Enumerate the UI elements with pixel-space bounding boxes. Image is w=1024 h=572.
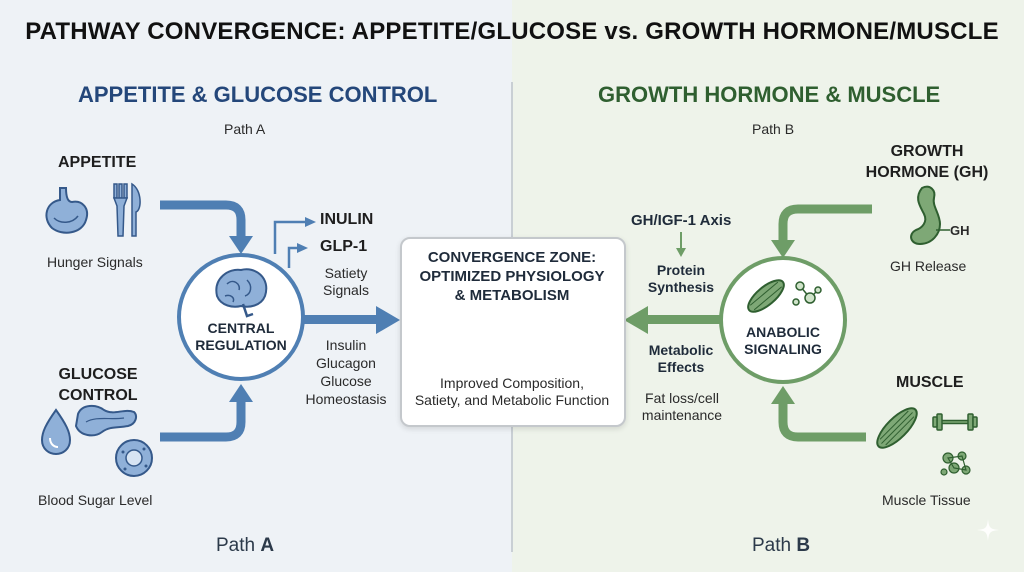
gh-arrow — [778, 204, 872, 244]
muscle-fiber-icon — [747, 279, 785, 313]
right-heading: GROWTH HORMONE & MUSCLE — [598, 82, 941, 107]
muscle-arrow — [778, 400, 866, 442]
convergence-caption-line-1: Improved Composition, — [440, 375, 584, 391]
stomach-icon — [45, 187, 88, 234]
path-a-letter: A — [260, 535, 275, 556]
anabolic-signaling-circle — [719, 256, 847, 384]
satiety-line-1: Satiety — [324, 265, 368, 281]
path-b-prefix: Path — [752, 535, 797, 556]
convergence-title-line-1: CONVERGENCE ZONE: — [427, 249, 597, 266]
satiety-line-2: Signals — [323, 282, 369, 298]
gh-label-line-2: HORMONE (GH) — [865, 164, 989, 181]
dumbbell-icon — [932, 413, 978, 431]
gh-igf1-axis-label: GH/IGF-1 Axis — [631, 212, 732, 229]
anabolic-signaling-label: ANABOLIC SIGNALING — [733, 324, 833, 358]
path-b-letter: B — [796, 535, 811, 556]
appetite-arrow-head — [229, 236, 253, 254]
left-subheading: Path A — [224, 121, 266, 137]
growth-hormone-label: GROWTH HORMONE (GH) — [857, 141, 997, 183]
fat-loss-label: Fat loss/cell maintenance — [630, 390, 734, 424]
gh-caption: GH Release — [890, 258, 967, 274]
fat-line-2: maintenance — [641, 407, 723, 423]
glp1-label: GLP-1 — [320, 238, 368, 255]
central-regulation-label: CENTRAL REGULATION — [191, 320, 291, 354]
appetite-label: APPETITE — [58, 154, 137, 171]
appetite-arrow — [160, 200, 246, 240]
right-subheading: Path B — [752, 121, 795, 137]
inulin-label: INULIN — [320, 211, 374, 228]
molecule-icon — [792, 281, 822, 306]
central-label-line-2: REGULATION — [195, 337, 287, 353]
muscle-icon — [876, 407, 918, 449]
hormones-line-4: Homeostasis — [305, 391, 387, 407]
convergence-caption: Improved Composition, Satiety, and Metab… — [402, 375, 622, 409]
left-heading: APPETITE & GLUCOSE CONTROL — [78, 82, 438, 107]
convergence-title: CONVERGENCE ZONE: OPTIMIZED PHYSIOLOGY &… — [402, 248, 622, 305]
hormones-line-3: Glucose — [320, 373, 372, 389]
central-regulation-circle — [177, 253, 305, 381]
muscle-arrow-head — [771, 386, 795, 404]
protein-line-2: Synthesis — [647, 279, 715, 295]
fork-knife-icon — [112, 182, 141, 237]
muscle-label: MUSCLE — [896, 374, 964, 391]
blood-drop-icon — [40, 408, 72, 456]
pituitary-gland-icon — [910, 185, 950, 246]
inulin-arrow — [273, 220, 312, 254]
glucose-label-line-1: GLUCOSE — [58, 366, 138, 383]
convergence-caption-line-2: Satiety, and Metabolic Function — [414, 392, 610, 408]
protein-line-1: Protein — [656, 262, 706, 278]
central-out-arrow — [304, 315, 380, 324]
glucose-label: GLUCOSE CONTROL — [48, 364, 148, 406]
gh-icon-label: GH — [950, 223, 970, 238]
hormones-line-2: Glucagon — [316, 355, 376, 371]
gh-label-line-1: GROWTH — [890, 143, 964, 160]
glucose-arrow-head — [229, 384, 253, 402]
appetite-caption: Hunger Signals — [47, 254, 143, 270]
glucose-label-line-2: CONTROL — [58, 387, 138, 404]
convergence-title-line-3: & METABOLISM — [454, 287, 570, 304]
pancreas-icon — [74, 404, 137, 437]
glucose-caption: Blood Sugar Level — [38, 492, 153, 508]
sparkle-icon — [977, 519, 999, 541]
anabolic-line-1: ANABOLIC — [746, 324, 820, 340]
glucose-arrow — [160, 398, 246, 442]
path-a-prefix: Path — [216, 535, 261, 556]
metabolic-line-1: Metabolic — [648, 342, 714, 358]
hormones-line-1: Insulin — [325, 337, 367, 353]
hormones-label: Insulin Glucagon Glucose Homeostasis — [298, 336, 394, 408]
anabolic-out-arrow — [644, 315, 720, 324]
fat-line-1: Fat loss/cell — [645, 390, 719, 406]
metabolic-line-2: Effects — [657, 359, 705, 375]
muscle-caption: Muscle Tissue — [882, 492, 971, 508]
satiety-signals-label: Satiety Signals — [308, 265, 384, 299]
central-label-line-1: CENTRAL — [207, 320, 275, 336]
protein-synthesis-label: Protein Synthesis — [640, 262, 722, 296]
path-a-footer: Path A — [216, 535, 274, 557]
path-b-footer: Path B — [752, 535, 810, 557]
metabolic-effects-label: Metabolic Effects — [640, 342, 722, 376]
muscle-tissue-icon — [940, 451, 971, 476]
brain-icon — [215, 268, 268, 318]
anabolic-line-2: SIGNALING — [744, 341, 822, 357]
page-title: PATHWAY CONVERGENCE: APPETITE/GLUCOSE vs… — [25, 18, 999, 45]
gh-arrow-head — [771, 240, 795, 258]
cell-icon — [115, 439, 153, 477]
convergence-title-line-2: OPTIMIZED PHYSIOLOGY — [419, 268, 605, 285]
convergence-zone-box — [400, 237, 626, 427]
